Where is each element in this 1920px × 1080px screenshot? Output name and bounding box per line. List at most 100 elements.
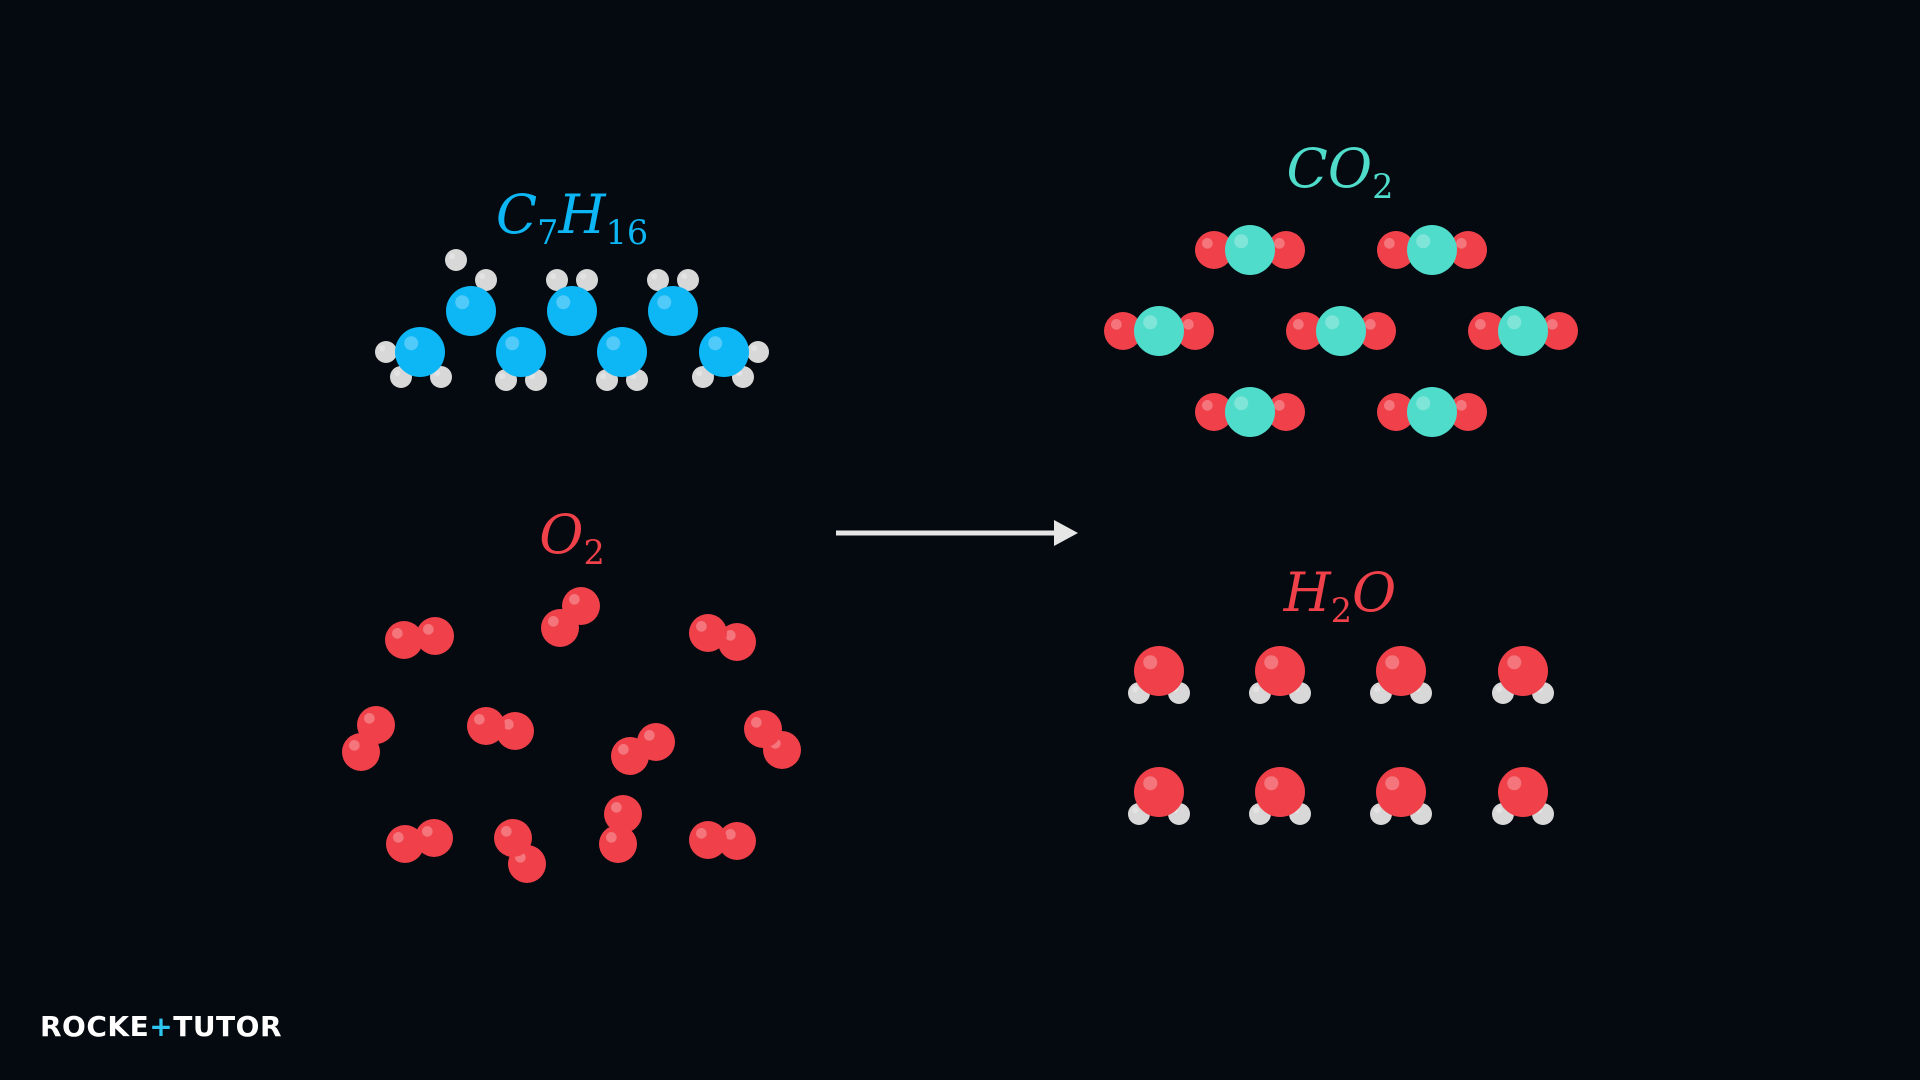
heptane-sub-h: 16 — [605, 212, 649, 252]
water-hydrogen-atom-highlight — [1253, 807, 1260, 814]
heptane-hydrogen-atom-highlight — [600, 373, 607, 380]
water-symbol-h: H — [1283, 561, 1331, 624]
oxygen-atom-highlight — [393, 832, 404, 843]
heptane-hydrogen-atom — [375, 341, 397, 363]
heptane-hydrogen-atom — [475, 269, 497, 291]
co2-carbon-atom-highlight — [1234, 396, 1249, 411]
heptane-symbol-h: H — [558, 183, 606, 246]
oxygen-atom — [467, 707, 505, 745]
oxygen-formula: O2 — [539, 508, 605, 569]
heptane-hydrogen-atom-highlight — [499, 373, 506, 380]
water-oxygen-atom — [1498, 646, 1548, 696]
water-hydrogen-atom-highlight — [1496, 686, 1503, 693]
rockettutor-logo: ROCKE+TUTOR — [40, 1010, 282, 1043]
water-hydrogen-atom-highlight — [1132, 807, 1139, 814]
co2-oxygen-atom-highlight — [1547, 319, 1558, 330]
heptane-hydrogen-atom-highlight — [580, 273, 587, 280]
heptane-hydrogen-atom-highlight — [651, 273, 658, 280]
water-oxygen-atom-highlight — [1385, 776, 1400, 791]
water-hydrogen-atom-highlight — [1374, 807, 1381, 814]
co2-symbol: CO — [1286, 137, 1373, 200]
oxygen-atom — [599, 825, 637, 863]
heptane-hydrogen-atom-highlight — [479, 273, 486, 280]
co2-oxygen-atom — [1468, 312, 1506, 350]
heptane-carbon-atom-highlight — [606, 336, 621, 351]
heptane-carbon-atom-highlight — [708, 336, 723, 351]
heptane-hydrogen-atom-highlight — [696, 370, 703, 377]
heptane-carbon-atom-highlight — [404, 336, 419, 351]
co2-oxygen-atom — [1358, 312, 1396, 350]
logo-text-1: ROCKE — [40, 1010, 150, 1043]
co2-carbon-atom-highlight — [1416, 396, 1431, 411]
oxygen-atom — [744, 710, 782, 748]
co2-oxygen-atom-highlight — [1475, 319, 1486, 330]
co2-carbon-atom — [1225, 387, 1275, 437]
heptane-hydrogen-atom — [445, 249, 467, 271]
oxygen-atom-highlight — [606, 832, 617, 843]
oxygen-atom — [604, 795, 642, 833]
heptane-carbon-atom — [496, 327, 546, 377]
co2-oxygen-atom — [1176, 312, 1214, 350]
co2-oxygen-atom-highlight — [1183, 319, 1194, 330]
co2-carbon-atom-highlight — [1507, 315, 1522, 330]
co2-oxygen-atom — [1267, 393, 1305, 431]
heptane-hydrogen-atom-highlight — [379, 345, 386, 352]
co2-oxygen-atom-highlight — [1384, 400, 1395, 411]
water-oxygen-atom — [1255, 767, 1305, 817]
oxygen-atom — [689, 821, 727, 859]
oxygen-atom-highlight — [474, 714, 485, 725]
heptane-hydrogen-atom — [576, 269, 598, 291]
water-hydrogen-atom-highlight — [1253, 686, 1260, 693]
heptane-hydrogen-atom-highlight — [681, 273, 688, 280]
co2-oxygen-atom — [1449, 393, 1487, 431]
water-formula: H2O — [1284, 566, 1397, 627]
heptane-carbon-atom-highlight — [556, 295, 571, 310]
oxygen-atom — [541, 609, 579, 647]
oxygen-sub: 2 — [583, 532, 605, 572]
co2-oxygen-atom — [1377, 393, 1415, 431]
oxygen-atom-highlight — [611, 802, 622, 813]
water-oxygen-atom-highlight — [1264, 655, 1279, 670]
co2-oxygen-atom-highlight — [1274, 400, 1285, 411]
oxygen-atom-highlight — [392, 628, 403, 639]
heptane-hydrogen-atom-highlight — [550, 273, 557, 280]
co2-oxygen-atom-highlight — [1202, 400, 1213, 411]
oxygen-atom — [496, 712, 534, 750]
water-hydrogen-atom-highlight — [1496, 807, 1503, 814]
oxygen-atom-highlight — [696, 621, 707, 632]
heptane-carbon-atom — [699, 327, 749, 377]
co2-oxygen-atom-highlight — [1293, 319, 1304, 330]
oxygen-atom — [689, 614, 727, 652]
oxygen-atom — [494, 819, 532, 857]
heptane-symbol-c: C — [495, 183, 538, 246]
co2-oxygen-atom-highlight — [1456, 238, 1467, 249]
co2-oxygen-atom-highlight — [1456, 400, 1467, 411]
oxygen-atom — [718, 623, 756, 661]
heptane-carbon-atom — [446, 286, 496, 336]
water-oxygen-atom-highlight — [1264, 776, 1279, 791]
water-oxygen-atom — [1498, 767, 1548, 817]
oxygen-atom-highlight — [501, 826, 512, 837]
water-oxygen-atom-highlight — [1507, 776, 1522, 791]
co2-carbon-atom-highlight — [1143, 315, 1158, 330]
heptane-hydrogen-atom-highlight — [449, 253, 456, 260]
water-oxygen-atom — [1376, 767, 1426, 817]
co2-carbon-atom — [1134, 306, 1184, 356]
co2-oxygen-atom-highlight — [1365, 319, 1376, 330]
oxygen-atom — [416, 617, 454, 655]
co2-oxygen-atom-highlight — [1274, 238, 1285, 249]
co2-formula: CO2 — [1287, 142, 1394, 203]
co2-carbon-atom — [1316, 306, 1366, 356]
heptane-carbon-atom — [648, 286, 698, 336]
water-oxygen-atom-highlight — [1143, 776, 1158, 791]
water-oxygen-atom-highlight — [1143, 655, 1158, 670]
co2-carbon-atom — [1407, 387, 1457, 437]
co2-oxygen-atom — [1195, 231, 1233, 269]
oxygen-atom-highlight — [364, 713, 375, 724]
water-oxygen-atom — [1134, 767, 1184, 817]
co2-oxygen-atom — [1104, 312, 1142, 350]
water-molecules — [1128, 646, 1554, 825]
logo-text-2: TUTOR — [173, 1010, 283, 1043]
oxygen-atom — [386, 825, 424, 863]
